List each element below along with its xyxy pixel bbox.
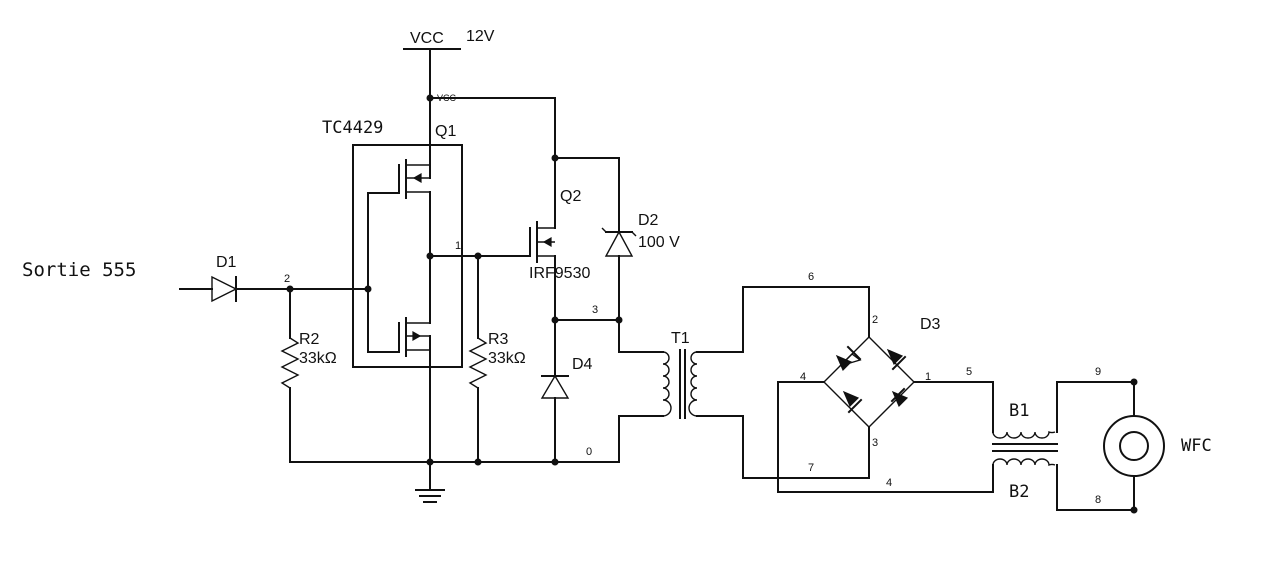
node-0-label: 0 bbox=[586, 446, 592, 458]
resistor-r2: R2 33kΩ bbox=[280, 288, 337, 463]
q1-label: Q1 bbox=[435, 123, 456, 140]
ground-rail: 0 bbox=[289, 415, 664, 503]
node-2-label: 2 bbox=[284, 273, 290, 285]
d1-label: D1 bbox=[216, 254, 237, 271]
resistor-r3: R3 33kΩ bbox=[468, 255, 526, 463]
transformer-t1: T1 bbox=[618, 319, 744, 419]
choke-b1-b2: B1 B2 bbox=[992, 401, 1058, 502]
d2-label: D2 bbox=[638, 212, 659, 229]
tc4429-driver: TC4429 Q1 bbox=[322, 97, 463, 463]
bridge-pin-1-label: 1 bbox=[925, 371, 931, 383]
r2-label: R2 bbox=[299, 331, 320, 348]
q2-part-label: IRF9530 bbox=[529, 265, 590, 282]
bridge-pin-2-label: 2 bbox=[872, 314, 878, 326]
node-6-label: 6 bbox=[808, 271, 814, 283]
wfc-label: WFC bbox=[1181, 436, 1212, 456]
ground-symbol bbox=[415, 489, 445, 503]
diode-d4: D4 bbox=[540, 319, 593, 463]
mosfet-q2: Q2 IRF9530 bbox=[529, 157, 590, 321]
d2-value-label: 100 V bbox=[638, 234, 680, 251]
input-label: Sortie 555 bbox=[22, 259, 136, 281]
node-5-label: 5 bbox=[966, 366, 972, 378]
r3-label: R3 bbox=[488, 331, 509, 348]
node-7-label: 7 bbox=[808, 462, 814, 474]
zener-diode-d2: D2 100 V bbox=[554, 157, 680, 353]
node-4-label: 4 bbox=[886, 477, 892, 489]
input-section: Sortie 555 D1 2 bbox=[22, 254, 369, 303]
node-9-label: 9 bbox=[1095, 366, 1101, 378]
d3-label: D3 bbox=[920, 316, 941, 333]
node-8-label: 8 bbox=[1095, 494, 1101, 506]
r3-value-label: 33kΩ bbox=[488, 350, 526, 367]
vcc-label: VCC bbox=[410, 30, 444, 47]
diode-d1 bbox=[211, 275, 238, 303]
vcc-supply: VCC 12V VCC bbox=[403, 28, 556, 159]
b1-label: B1 bbox=[1009, 401, 1029, 421]
node-1-label: 1 bbox=[455, 240, 461, 252]
bridge-rectifier-d3: D3 2 3 4 1 bbox=[800, 314, 941, 449]
tc4429-label: TC4429 bbox=[322, 118, 383, 138]
node-3-label: 3 bbox=[592, 304, 598, 316]
q2-label: Q2 bbox=[560, 188, 581, 205]
r2-value-label: 33kΩ bbox=[299, 350, 337, 367]
d4-label: D4 bbox=[572, 356, 593, 373]
bridge-pin-3-label: 3 bbox=[872, 437, 878, 449]
bridge-pin-4-label: 4 bbox=[800, 371, 806, 383]
vcc-voltage-label: 12V bbox=[466, 28, 495, 45]
wfc-cell: WFC bbox=[1103, 378, 1212, 514]
t1-label: T1 bbox=[671, 330, 690, 347]
b2-label: B2 bbox=[1009, 482, 1029, 502]
